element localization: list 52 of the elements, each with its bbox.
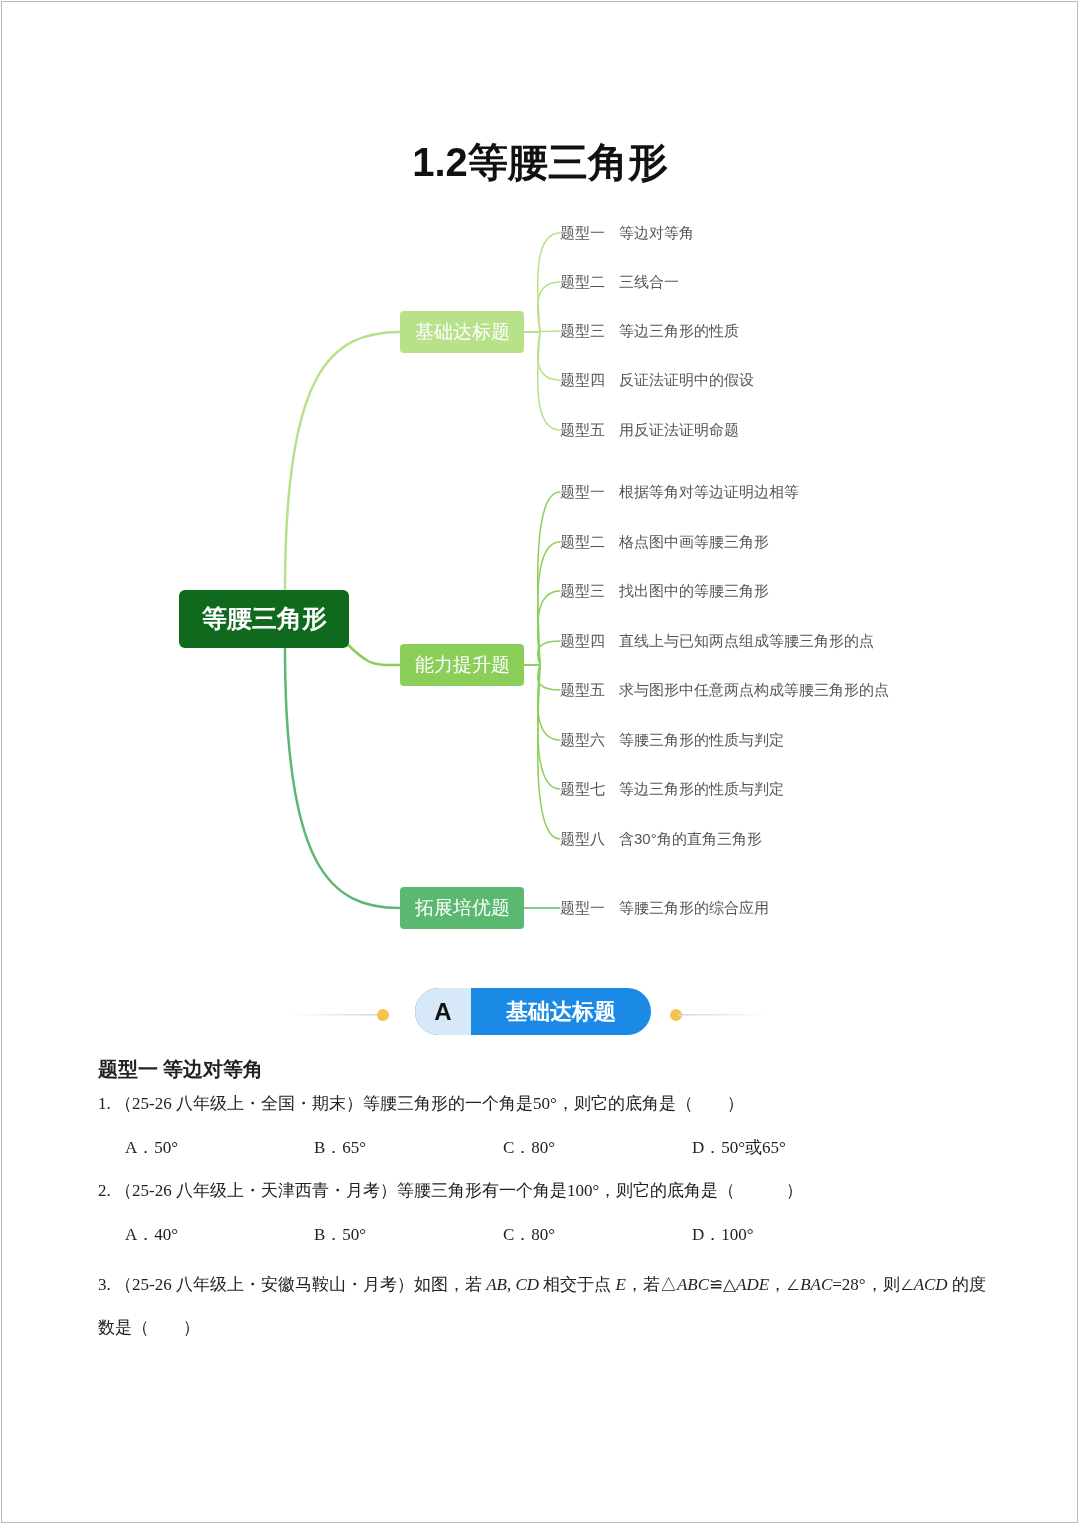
section-letter: A <box>415 988 471 1035</box>
question-text: 1. （25-26 八年级上・全国・期末）等腰三角形的一个角是50°，则它的底角是（ ） <box>98 1093 744 1115</box>
topic-label: 直线上与已知两点组成等腰三角形的点 <box>619 630 874 651</box>
question-type-label: 题型四 <box>560 630 605 651</box>
topic-label: 等边对等角 <box>619 222 694 243</box>
branch-line <box>523 664 561 840</box>
question-type-label: 题型五 <box>560 419 605 440</box>
topic-label: 找出图中的等腰三角形 <box>619 580 769 601</box>
topic-label: 含30°角的直角三角形 <box>619 828 762 849</box>
question-type-label: 题型六 <box>560 729 605 750</box>
topic-label: 格点图中画等腰三角形 <box>619 531 769 552</box>
topic-label: 等腰三角形的性质与判定 <box>619 729 784 750</box>
topic-label: 根据等角对等边证明边相等 <box>619 481 799 502</box>
topic-label: 等边三角形的性质 <box>619 320 739 341</box>
category-box: 基础达标题 <box>400 311 524 353</box>
topic-label: 用反证法证明命题 <box>619 419 739 440</box>
question-type-label: 题型八 <box>560 828 605 849</box>
answer-option: B．50° <box>314 1222 367 1248</box>
answer-option: C．80° <box>503 1222 556 1248</box>
question-type-label: 题型二 <box>560 531 605 552</box>
answer-option: A．40° <box>125 1222 179 1248</box>
topic-label: 等腰三角形的综合应用 <box>619 897 769 918</box>
question-type-label: 题型七 <box>560 778 605 799</box>
question-text: 3. （25-26 八年级上・安徽马鞍山・月考）如图，若 AB, CD 相交于点 E，若△ABC≌△ADE，∠BAC=28°，则∠ACD 的度数是（ ） <box>98 1274 987 1339</box>
answer-option: D．100° <box>692 1222 754 1248</box>
category-box: 拓展培优题 <box>400 887 524 929</box>
section-heading: 题型一 等边对等角 <box>98 1057 263 1082</box>
answer-option: D．50°或65° <box>692 1135 786 1161</box>
question-type-label: 题型一 <box>560 481 605 502</box>
central-topic-box: 等腰三角形 <box>179 590 349 648</box>
question-type-label: 题型五 <box>560 679 605 700</box>
question-type-label: 题型二 <box>560 271 605 292</box>
page-title: 1.2等腰三角形 <box>411 139 669 186</box>
question-type-label: 题型四 <box>560 369 605 390</box>
category-box: 能力提升题 <box>400 644 524 686</box>
question-text: 2. （25-26 八年级上・天津西青・月考）等腰三角形有一个角是100°，则它的底角是（ ） <box>98 1180 804 1202</box>
question-type-label: 题型三 <box>560 580 605 601</box>
question-type-label: 题型三 <box>560 320 605 341</box>
topic-label: 等边三角形的性质与判定 <box>619 778 784 799</box>
branch-line <box>283 647 401 910</box>
answer-option: A．50° <box>125 1135 179 1161</box>
branch-line <box>523 331 561 431</box>
question-type-label: 题型一 <box>560 222 605 243</box>
question-type-label: 题型一 <box>560 897 605 918</box>
topic-label: 反证法证明中的假设 <box>619 369 754 390</box>
topic-label: 三线合一 <box>619 271 679 292</box>
topic-label: 求与图形中任意两点构成等腰三角形的点 <box>619 679 889 700</box>
branch-line <box>283 330 401 591</box>
branch-line <box>523 907 561 909</box>
section-title: 基础达标题 <box>505 998 617 1026</box>
answer-option: B．65° <box>314 1135 367 1161</box>
answer-option: C．80° <box>503 1135 556 1161</box>
